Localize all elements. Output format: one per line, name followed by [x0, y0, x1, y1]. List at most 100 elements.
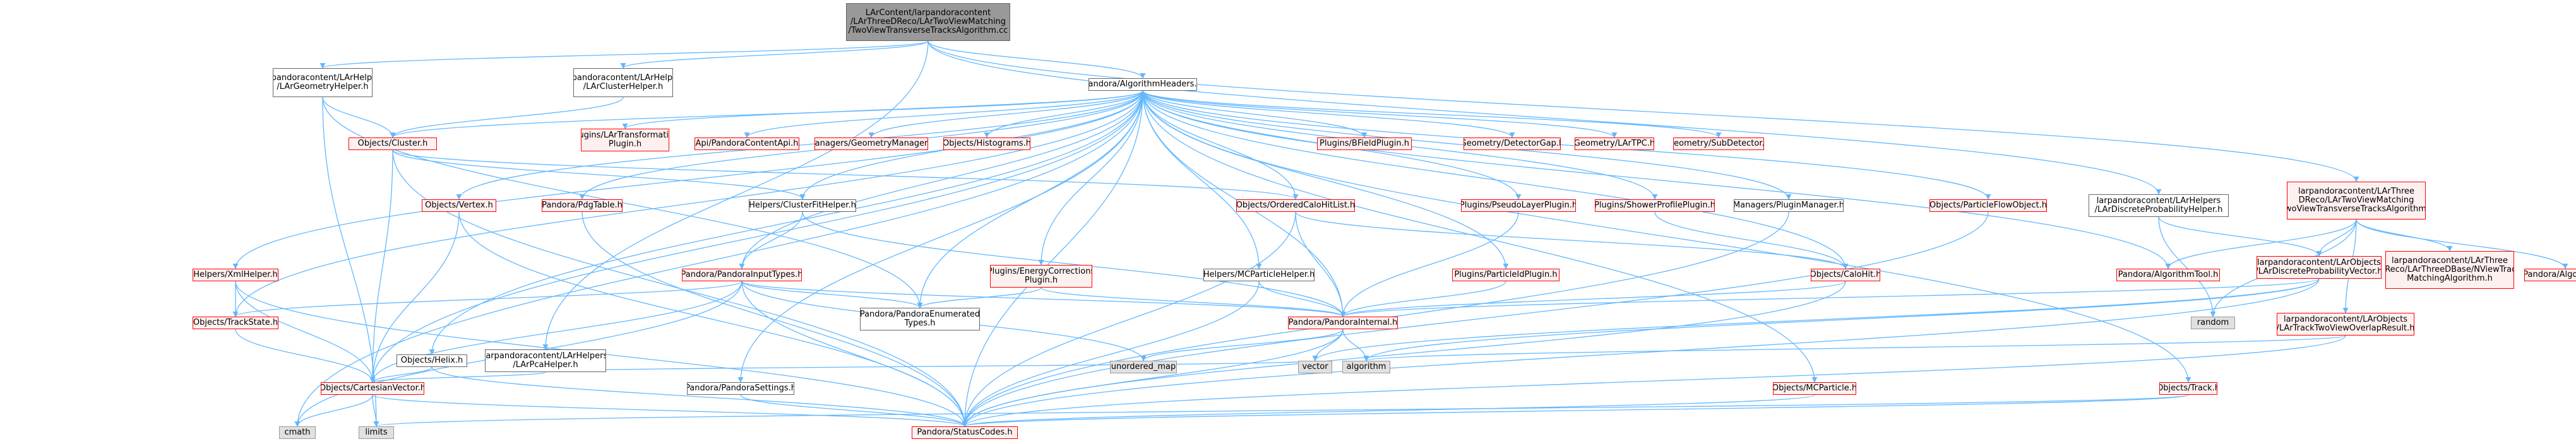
edge-caloHit-to-internal [1340, 281, 1846, 317]
edge-algHeaders-to-mcParticle [1142, 90, 1818, 383]
edge-overlapResult-to-algorithm [1364, 335, 2346, 361]
node-inputTypes[interactable]: Pandora/PandoraInputTypes.h [682, 269, 802, 281]
node-clusterHelper[interactable]: larpandoracontent/LArHelpers /LArCluster… [573, 68, 673, 97]
edge-settings-to-statusCodes [740, 394, 968, 427]
node-pseudoLayer[interactable]: Plugins/PseudoLayerPlugin.h [1461, 199, 1576, 212]
edge-twoViewAlgH-to-discProbVec [2316, 219, 2357, 257]
node-orderedCalo[interactable]: Objects/OrderedCaloHitList.h [1236, 199, 1355, 212]
edge-track-to-statusCodes [962, 394, 2189, 427]
edge-inputTypes-to-enumTypes [741, 281, 923, 308]
edge-orderedCalo-to-statusCodes [962, 211, 1296, 427]
node-geomHelper[interactable]: larpandoracontent/LArHelpers /LArGeometr… [273, 68, 373, 97]
edge-discProbVec-to-algorithm [1363, 278, 2320, 361]
edge-twoViewAlgH-to-algorithmH [2356, 219, 2568, 269]
node-trackState[interactable]: Objects/TrackState.h [193, 317, 278, 329]
node-showerProfile[interactable]: Plugins/ShowerProfilePlugin.h [1595, 199, 1715, 212]
node-cartesian[interactable]: Objects/CartesianVector.h [321, 382, 424, 395]
node-algorithm[interactable]: algorithm [1342, 361, 1390, 373]
edges-layer [232, 40, 2568, 427]
edge-overlapResult-to-statusCodes [962, 335, 2346, 427]
node-cmath[interactable]: cmath [279, 426, 316, 439]
node-caloHit[interactable]: Objects/CaloHit.h [1811, 269, 1880, 281]
edge-particleId-to-internal [1340, 281, 1506, 317]
edge-cartesian-to-statusCodes [372, 394, 968, 427]
node-bfield[interactable]: Plugins/BFieldPlugin.h [1317, 137, 1412, 150]
node-pluginMgr[interactable]: Managers/PluginManager.h [1734, 199, 1844, 212]
node-clusterFit[interactable]: Helpers/ClusterFitHelper.h [749, 199, 856, 212]
node-discProbHelper[interactable]: larpandoracontent/LArHelpers /LArDiscret… [2089, 194, 2229, 217]
node-histograms[interactable]: Objects/Histograms.h [943, 137, 1030, 150]
edge-discProbVec-to-internal [1340, 278, 2320, 317]
node-pcaHelper[interactable]: larpandoracontent/LArHelpers /LArPcaHelp… [485, 349, 606, 372]
edge-helix-to-cartesian [369, 366, 432, 383]
edge-inputTypes-to-cartesian [369, 281, 742, 383]
node-limits[interactable]: limits [359, 426, 394, 439]
edge-algHeaders-to-transfPlugin [622, 90, 1143, 129]
node-geomMgr[interactable]: Managers/GeometryManager.h [814, 137, 928, 150]
node-particleId[interactable]: Plugins/ParticleIdPlugin.h [1452, 269, 1559, 281]
node-pfo[interactable]: Objects/ParticleFlowObject.h [1929, 199, 2047, 212]
edge-algHeaders-to-orderedCalo [1142, 90, 1299, 200]
node-algorithmH[interactable]: Pandora/Algorithm.h [2524, 269, 2576, 281]
node-nviewAlg[interactable]: larpandoracontent/LArThree DReco/LArThre… [2385, 251, 2514, 289]
edge-trackState-to-cartesian [235, 329, 376, 383]
edge-algHeaders-to-statusCodes [962, 90, 1143, 427]
edge-pfo-to-statusCodes [962, 211, 1989, 427]
edge-mcHelper-to-statusCodes [962, 281, 1260, 427]
node-xmlHelper[interactable]: Helpers/XmlHelper.h [193, 269, 278, 281]
edge-discProbHelper-to-discProbVec [2158, 216, 2322, 257]
node-random[interactable]: random [2191, 317, 2235, 329]
edge-inputTypes-to-statusCodes [741, 281, 968, 427]
node-algHeaders[interactable]: Pandora/AlgorithmHeaders.h [1088, 78, 1197, 91]
edge-showerProfile-to-caloHit [1654, 211, 1849, 269]
edge-algHeaders-to-geomMgr [868, 90, 1143, 138]
edge-inputTypes-to-internal [741, 281, 1346, 317]
edge-orderedCalo-to-caloHit [1295, 211, 1849, 269]
edge-cluster-to-clusterFit [392, 149, 806, 200]
node-algTool[interactable]: Pandora/AlgorithmTool.h [2116, 269, 2220, 281]
edge-energyCorr-to-internal [1041, 287, 1346, 317]
edge-algHeaders-to-cmath [294, 90, 1143, 427]
node-enumTypes[interactable]: Pandora/PandoraEnumerated Types.h [860, 308, 980, 330]
node-lartpc[interactable]: Geometry/LArTPC.h [1575, 137, 1654, 150]
node-cluster[interactable]: Objects/Cluster.h [349, 137, 437, 150]
node-energyCorr[interactable]: Plugins/EnergyCorrections Plugin.h [990, 265, 1092, 288]
node-mcParticle[interactable]: Objects/MCParticle.h [1773, 382, 1856, 395]
node-overlapResult[interactable]: larpandoracontent/LArObjects /LArTrackTw… [2277, 313, 2414, 336]
edge-internal-to-algorithm [1342, 329, 1369, 361]
edge-clusterFit-to-internal [802, 211, 1346, 317]
node-internal[interactable]: Pandora/PandoraInternal.h [1288, 317, 1398, 329]
node-pdgTable[interactable]: Pandora/PdgTable.h [542, 199, 623, 212]
node-apiContent[interactable]: Api/PandoraContentApi.h [695, 137, 799, 150]
edge-algHeaders-to-particleId [1142, 90, 1509, 269]
node-mcHelper[interactable]: Helpers/MCParticleHelper.h [1203, 269, 1315, 281]
edge-xmlHelper-to-cartesian [235, 281, 376, 383]
node-statusCodes[interactable]: Pandora/StatusCodes.h [912, 426, 1018, 439]
node-vertex[interactable]: Objects/Vertex.h [422, 199, 496, 212]
edge-helix-to-statusCodes [431, 366, 968, 427]
edge-algHeaders-to-vertex [456, 90, 1143, 200]
node-transfPlugin[interactable]: Plugins/LArTransformation Plugin.h [581, 129, 669, 151]
node-settings[interactable]: Pandora/PandoraSettings.h [687, 382, 794, 395]
edge-inputTypes-to-trackState [232, 281, 742, 317]
node-subDet[interactable]: Geometry/SubDetector.h [1673, 137, 1764, 150]
node-root[interactable]: LArContent/larpandoracontent /LArThreeDR… [846, 3, 1010, 41]
edge-algHeaders-to-enumTypes [917, 90, 1143, 308]
edge-algHeaders-to-cartesian [369, 90, 1143, 383]
edge-algHeaders-to-bfield [1142, 90, 1368, 138]
node-detGap[interactable]: Geometry/DetectorGap.h [1464, 137, 1561, 150]
node-twoViewAlgH[interactable]: larpandoracontent/LArThree DReco/LArTwoV… [2287, 182, 2426, 219]
node-helix[interactable]: Objects/Helix.h [397, 354, 467, 367]
edge-mcParticle-to-statusCodes [962, 394, 1815, 427]
edge-root-to-twoViewAlgH [927, 40, 2359, 182]
edge-discProbVec-to-statusCodes [962, 278, 2320, 427]
node-unorderedMap[interactable]: unordered_map [1110, 361, 1177, 373]
edge-discProbHelper-to-random [2158, 216, 2216, 317]
edge-algHeaders-to-track [1142, 90, 2191, 383]
edge-cluster-to-orderedCalo [392, 149, 1299, 200]
node-vector[interactable]: vector [1298, 361, 1332, 373]
edge-root-to-algHeaders [927, 40, 1146, 79]
edge-algHeaders-to-pfo [1142, 90, 1991, 200]
node-track[interactable]: Objects/Track.h [2159, 382, 2217, 395]
node-discProbVec[interactable]: larpandoracontent/LArObjects /LArDiscret… [2257, 256, 2382, 279]
